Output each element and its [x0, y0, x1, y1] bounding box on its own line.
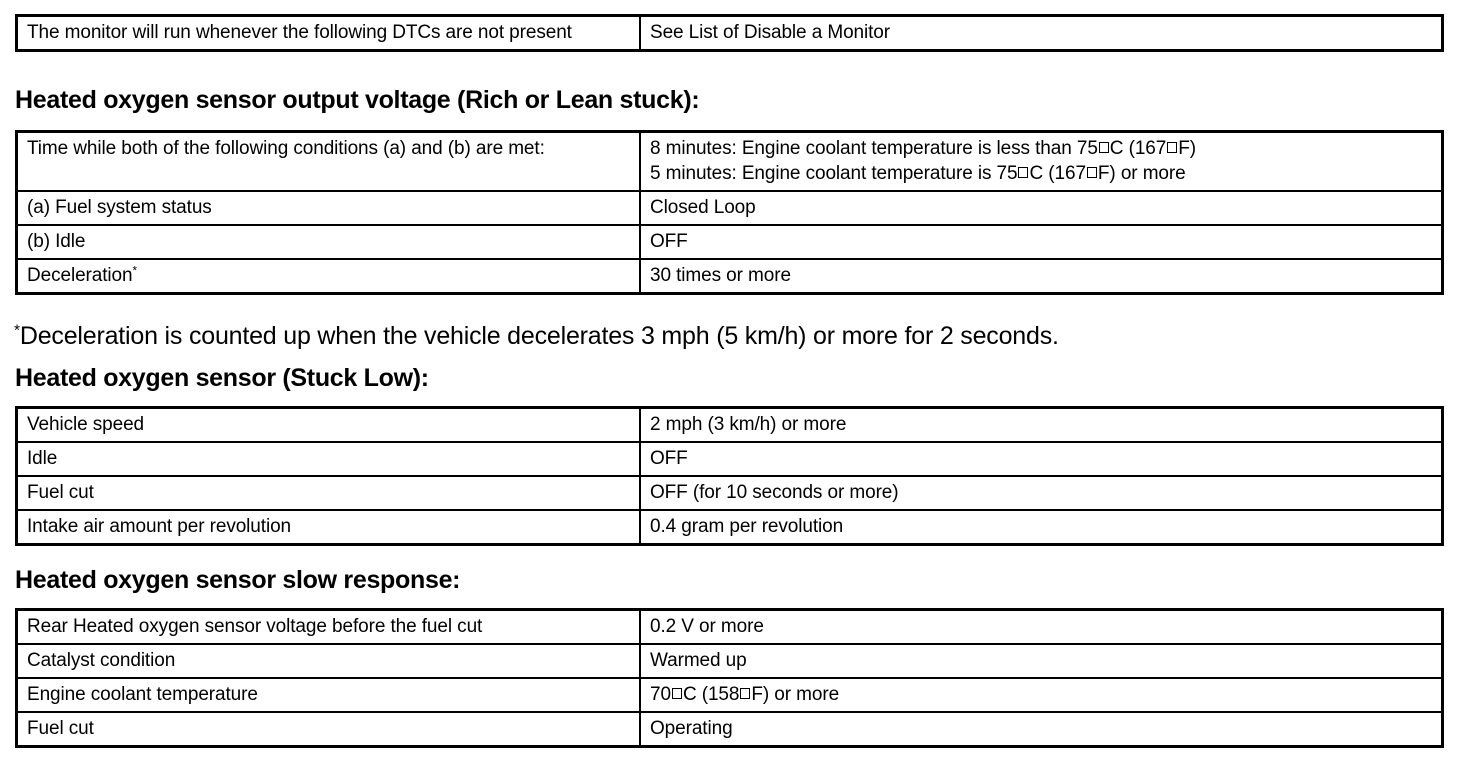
- cell-condition-value: OFF: [640, 224, 1443, 259]
- heading-rich-or-lean-stuck: Heated oxygen sensor output voltage (Ric…: [15, 86, 700, 114]
- table-row: Catalyst condition Warmed up: [16, 643, 1443, 678]
- table-row: Idle OFF: [16, 441, 1443, 476]
- cell-condition-value: See List of Disable a Monitor: [650, 22, 890, 43]
- table-row: (a) Fuel system status Closed Loop: [16, 190, 1443, 225]
- cell-condition-label: Fuel cut: [16, 711, 641, 747]
- cell-condition-value: 8 minutes: Engine coolant temperature is…: [640, 132, 1443, 192]
- table-slow-response: Rear Heated oxygen sensor voltage before…: [15, 608, 1444, 748]
- cell-condition-value: Closed Loop: [640, 190, 1443, 225]
- cell-condition-label: The monitor will run whenever the follow…: [16, 15, 641, 51]
- cell-condition-label: Time while both of the following conditi…: [16, 131, 641, 191]
- table-row: Intake air amount per revolution 0.4 gra…: [16, 509, 1443, 545]
- degree-sign-missing-glyph-icon: [671, 688, 682, 699]
- footnote-deceleration: *Deceleration is counted up when the veh…: [14, 322, 1059, 350]
- table-row: The monitor will run whenever the follow…: [16, 15, 1443, 51]
- table-row: Fuel cut OFF (for 10 seconds or more): [16, 475, 1443, 510]
- cell-condition-label: Vehicle speed: [16, 407, 641, 442]
- table-stuck-low: Vehicle speed 2 mph (3 km/h) or more Idl…: [15, 406, 1444, 546]
- table-row: Rear Heated oxygen sensor voltage before…: [16, 609, 1443, 644]
- table-row: Deceleration* 30 times or more: [16, 258, 1443, 294]
- degree-sign-missing-glyph-icon: [1086, 167, 1097, 178]
- cell-condition-value: 0.2 V or more: [650, 616, 764, 637]
- table-row: Fuel cut Operating: [16, 711, 1443, 747]
- table-row: Vehicle speed 2 mph (3 km/h) or more: [16, 407, 1443, 442]
- cell-condition-label: Engine coolant temperature: [16, 677, 641, 712]
- cell-condition-value: Warmed up: [640, 643, 1443, 678]
- degree-sign-missing-glyph-icon: [1018, 167, 1029, 178]
- cell-condition-label: Deceleration*: [16, 258, 641, 294]
- cell-condition-value: 2 mph (3 km/h) or more: [650, 414, 847, 435]
- heading-stuck-low: Heated oxygen sensor (Stuck Low):: [15, 364, 429, 392]
- cell-condition-label: Fuel cut: [16, 475, 641, 510]
- footnote-marker: *: [132, 264, 137, 278]
- cell-condition-value: OFF: [640, 441, 1443, 476]
- footnote-text: Deceleration is counted up when the vehi…: [19, 322, 1059, 350]
- table-row: Time while both of the following conditi…: [16, 131, 1443, 192]
- degree-sign-missing-glyph-icon: [1098, 142, 1109, 153]
- cell-condition-label: (b) Idle: [16, 224, 641, 259]
- table-disable-dtc: The monitor will run whenever the follow…: [15, 14, 1444, 52]
- table-row: (b) Idle OFF: [16, 224, 1443, 259]
- cell-condition-label: Catalyst condition: [16, 643, 641, 678]
- cell-condition-label: (a) Fuel system status: [16, 190, 641, 225]
- cell-condition-label: Rear Heated oxygen sensor voltage before…: [16, 609, 641, 644]
- cell-condition-label: Intake air amount per revolution: [16, 509, 641, 545]
- table-rich-or-lean-stuck: Time while both of the following conditi…: [15, 130, 1444, 295]
- cell-condition-value: OFF (for 10 seconds or more): [640, 475, 1443, 510]
- value-line-coolant-under-75: 8 minutes: Engine coolant temperature is…: [650, 138, 1196, 159]
- degree-sign-missing-glyph-icon: [1167, 142, 1178, 153]
- value-line-coolant-over-75: 5 minutes: Engine coolant temperature is…: [650, 163, 1186, 184]
- cell-condition-value: Operating: [640, 711, 1443, 747]
- cell-condition-value: 30 times or more: [640, 258, 1443, 294]
- heading-slow-response: Heated oxygen sensor slow response:: [15, 566, 461, 594]
- footnote-marker: *: [14, 322, 20, 340]
- degree-sign-missing-glyph-icon: [740, 688, 751, 699]
- cell-condition-value: 0.4 gram per revolution: [640, 509, 1443, 545]
- cell-condition-label: Idle: [16, 441, 641, 476]
